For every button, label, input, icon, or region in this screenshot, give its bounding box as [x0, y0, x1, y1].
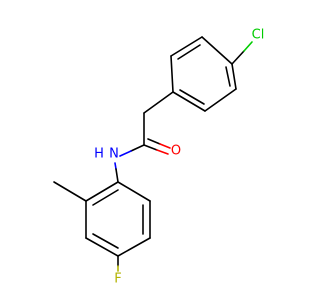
bond-to-oxygen: [159, 143, 171, 149]
bond: [231, 50, 245, 65]
bond: [130, 144, 145, 152]
bond: [92, 189, 119, 206]
nitrogen-label: N: [109, 147, 119, 162]
bond: [117, 237, 151, 257]
bond-to-nitrogen: [114, 162, 117, 170]
bond: [177, 44, 201, 60]
methyl-bond: [53, 181, 87, 202]
bond: [231, 63, 237, 90]
bond-to-oxygen: [156, 149, 169, 155]
bond-to-chlorine: [243, 41, 253, 52]
molecule-structure-diagram: Cl O H N F: [53, 28, 265, 287]
fluorophenyl-ring: [85, 181, 151, 257]
bond: [92, 233, 119, 249]
bond: [201, 36, 233, 65]
bond: [85, 237, 119, 257]
bond: [170, 55, 174, 93]
bond: [143, 91, 174, 114]
bond: [115, 168, 119, 183]
bond: [147, 138, 161, 145]
bond: [170, 36, 203, 57]
bond: [204, 88, 237, 112]
chlorophenyl-ring: [170, 36, 237, 112]
oxygen-label: O: [171, 144, 181, 159]
bond: [172, 91, 206, 112]
hydrogen-label: H: [94, 147, 104, 162]
bond: [85, 181, 119, 202]
bond: [225, 66, 231, 87]
bond: [117, 181, 151, 202]
bond: [179, 89, 205, 105]
chlorine-label: Cl: [252, 28, 265, 43]
fluorine-label: F: [114, 272, 121, 287]
bond-to-nitrogen: [119, 150, 132, 157]
bond: [143, 144, 158, 151]
